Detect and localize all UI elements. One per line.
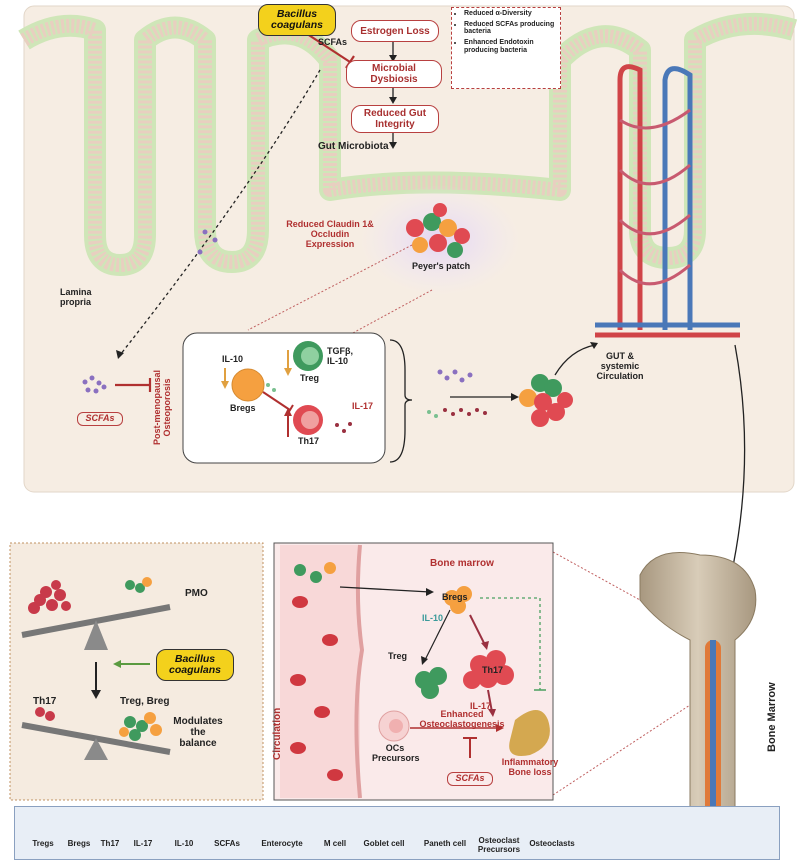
- treg-label: Treg: [300, 373, 320, 383]
- scfa-dots: [82, 229, 473, 394]
- estrogen-loss-box: Estrogen Loss: [351, 20, 439, 42]
- bone-marrow-vertical-label: Bone Marrow: [766, 682, 778, 752]
- tgfb-label: TGFβ,IL-10: [327, 346, 353, 366]
- femur-bone: [639, 552, 757, 846]
- scfas-left-label: SCFAs: [77, 412, 123, 426]
- seesaw-bottom: [21, 707, 171, 760]
- marrow-cells: [378, 586, 550, 756]
- bullet-item: Reduced SCFAs producing bacteria: [464, 21, 557, 36]
- blood-vessels: [595, 64, 740, 338]
- rbc: [290, 596, 343, 781]
- bone-marrow-title: Bone marrow: [430, 558, 494, 569]
- bregs-marrow-label: Bregs: [442, 592, 468, 602]
- th17-balance-label: Th17: [33, 696, 57, 707]
- circulation-vertical-label: Circulation: [272, 707, 283, 760]
- treg-marrow-label: Treg: [388, 651, 408, 661]
- legend-paneth-cell: Paneth cell: [423, 839, 467, 848]
- legend-th17: Th17: [100, 839, 120, 848]
- legend-osteoclasts: Osteoclasts: [529, 839, 575, 848]
- legend-il10: IL-10: [174, 839, 194, 848]
- cytokine-box-cells: [231, 341, 323, 435]
- legend-enterocyte: Enterocyte: [261, 839, 303, 848]
- peyers-patch-label: Peyer's patch: [412, 261, 471, 271]
- peyers-cells: [406, 203, 470, 258]
- dysbiosis-effects-list: Reduced α-Diversity Reduced SCFAs produc…: [451, 7, 561, 89]
- il10-marrow-label: IL-10: [422, 613, 444, 623]
- scfas-top-label: SCFAs: [318, 37, 348, 47]
- th17-label: Th17: [298, 436, 320, 446]
- il17-label: IL-17: [352, 401, 374, 411]
- legend-scfas: SCFAs: [214, 839, 240, 848]
- legend-tregs: Tregs: [32, 839, 54, 848]
- treg-breg-label: Treg, Breg: [120, 696, 170, 707]
- seesaw-top: [21, 577, 171, 650]
- legend-il17: IL-17: [133, 839, 153, 848]
- legend-goblet-cell: Goblet cell: [363, 839, 405, 848]
- gut-microbiota-label: Gut Microbiota: [318, 141, 389, 152]
- legend-m-cell: M cell: [323, 839, 347, 848]
- th17-marrow-label: Th17: [482, 665, 504, 675]
- legend-box: Tregs Bregs Th17 IL-17 IL-10 SCFAs Enter…: [14, 806, 780, 860]
- circulation-cell-cluster: [519, 374, 573, 427]
- il10-label: IL-10: [222, 354, 244, 364]
- bullet-item: Enhanced Endotoxin producing bacteria: [464, 39, 557, 54]
- circulation-vessel: [280, 545, 360, 798]
- bullet-item: Reduced α-Diversity: [464, 10, 557, 18]
- il17-marrow-label: IL-17: [470, 701, 492, 711]
- cytokine-box: [182, 332, 386, 464]
- legend-osteoclast-precursors: Osteoclast Precursors: [477, 836, 521, 854]
- bregs-label: Bregs: [230, 403, 256, 413]
- legend-bregs: Bregs: [67, 839, 91, 848]
- pmo-label: PMO: [185, 588, 208, 599]
- scfas-marrow-label: SCFAs: [447, 772, 493, 786]
